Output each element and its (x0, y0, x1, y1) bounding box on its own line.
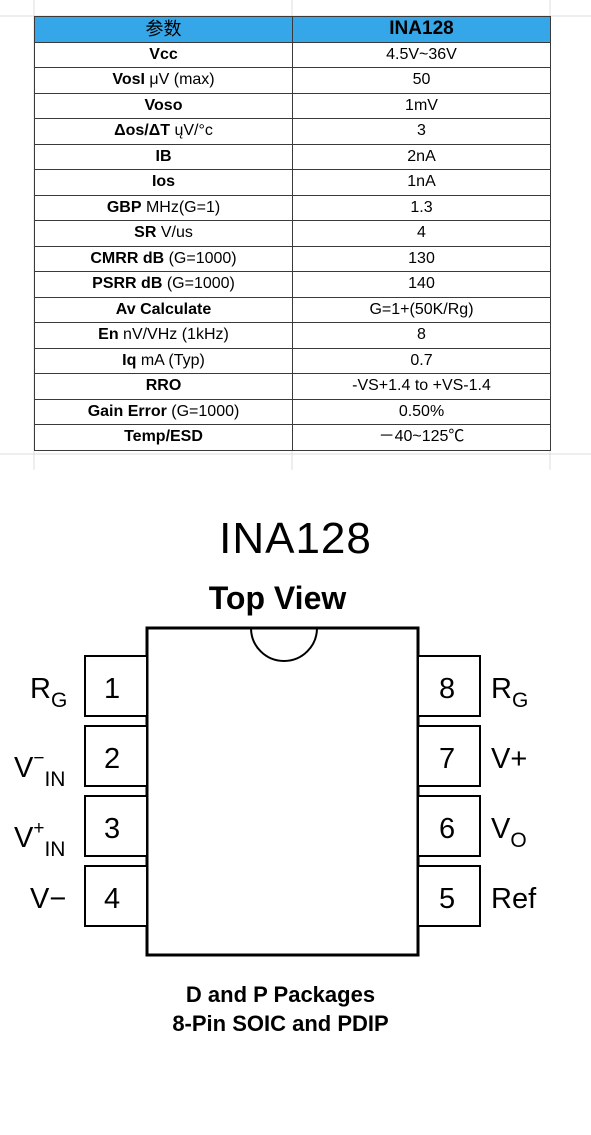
pin-label-rg-left: RG (30, 673, 68, 712)
param-value: 3 (292, 118, 551, 145)
param-value: 0.7 (292, 347, 551, 374)
param-value: 1nA (292, 169, 551, 196)
pin-number: 6 (439, 813, 456, 845)
param-value: －40~125℃ (292, 424, 551, 451)
pin-3-box (84, 795, 148, 857)
table-row: Gain Error (G=1000) 0.50% (34, 398, 551, 425)
table-row: Vcc 4.5V~36V (34, 41, 551, 68)
table-row: Iq mA (Typ) 0.7 (34, 347, 551, 374)
chip-body (145, 626, 420, 957)
param-value: 1.3 (292, 194, 551, 221)
param-name: Ios (151, 173, 176, 191)
param-value: 4 (292, 220, 551, 247)
pin-number: 2 (104, 743, 121, 775)
param-unit: V/us (156, 224, 193, 242)
table-row: Δos/ΔT ųV/°c 3 (34, 118, 551, 145)
pin-number: 4 (104, 883, 121, 915)
table-row: CMRR dB (G=1000) 130 (34, 245, 551, 272)
param-name: PSRR dB (92, 275, 163, 293)
param-value: 4.5V~36V (292, 41, 551, 68)
param-unit: MHz(G=1) (141, 198, 221, 216)
pin-label-rg-right: RG (491, 673, 529, 712)
pin-number: 8 (439, 673, 456, 705)
param-name: CMRR dB (90, 249, 165, 267)
param-unit: ųV/°c (170, 122, 213, 140)
param-unit: nV/VHz (1kHz) (118, 326, 229, 344)
table-row: Voso 1mV (34, 92, 551, 119)
pin-2-box (84, 725, 148, 787)
param-name: RRO (145, 377, 182, 395)
table-row: IB 2nA (34, 143, 551, 170)
table-row: GBP MHz(G=1) 1.3 (34, 194, 551, 221)
table-row: PSRR dB (G=1000) 140 (34, 271, 551, 298)
table-row: SR V/us 4 (34, 220, 551, 247)
param-name: Av Calculate (115, 300, 212, 318)
param-name: IB (155, 147, 172, 165)
param-unit: (G=1000) (166, 402, 240, 420)
pin-label-vo: VO (491, 813, 527, 852)
pin-number: 3 (104, 813, 121, 845)
pin1-notch (250, 627, 318, 662)
param-unit: μV (max) (144, 71, 215, 89)
param-name: Δos/ΔT (114, 122, 171, 140)
param-name: Iq (122, 351, 137, 369)
package-line-1: D and P Packages (185, 982, 376, 1007)
package-line-2: 8-Pin SOIC and PDIP (172, 1011, 389, 1036)
pin-label-ref: Ref (491, 883, 537, 915)
param-value: 8 (292, 322, 551, 349)
table-row: VosI μV (max) 50 (34, 67, 551, 94)
param-value: -VS+1.4 to +VS-1.4 (292, 373, 551, 400)
view-label: Top View (208, 580, 347, 616)
param-name: VosI (112, 71, 145, 89)
param-unit: mA (Typ) (136, 351, 205, 369)
pin-label-vin-minus: V−IN (14, 748, 66, 791)
pin-number: 7 (439, 743, 456, 775)
table-header-row: 参数 INA128 (34, 16, 551, 43)
header-param: 参数 (34, 16, 293, 43)
table-row: Av Calculate G=1+(50K/Rg) (34, 296, 551, 323)
table-row: En nV/VHz (1kHz) 8 (34, 322, 551, 349)
table-row: Temp/ESD －40~125℃ (34, 424, 551, 451)
param-name: Vcc (149, 45, 178, 63)
pin-number: 5 (439, 883, 456, 915)
param-name: En (98, 326, 119, 344)
pin-1-box (84, 655, 148, 717)
param-value: 50 (292, 67, 551, 94)
param-name: GBP (106, 198, 142, 216)
pin-4-box (84, 865, 148, 927)
param-value: 130 (292, 245, 551, 272)
param-value: 2nA (292, 143, 551, 170)
spec-table: 参数 INA128 Vcc 4.5V~36V VosI μV (max) 50 … (34, 16, 551, 451)
header-part: INA128 (292, 16, 551, 43)
param-value: 0.50% (292, 398, 551, 425)
pin-6-box (417, 795, 481, 857)
param-name: SR (134, 224, 157, 242)
table-row: Ios 1nA (34, 169, 551, 196)
param-name: Gain Error (87, 402, 167, 420)
chip-pinout-diagram (84, 626, 481, 957)
pin-label-v-plus: V+ (491, 743, 528, 775)
pin-5-box (417, 865, 481, 927)
param-name: Temp/ESD (124, 428, 203, 446)
param-name: Voso (144, 96, 183, 114)
table-row: RRO -VS+1.4 to +VS-1.4 (34, 373, 551, 400)
param-value: 140 (292, 271, 551, 298)
param-value: 1mV (292, 92, 551, 119)
param-value: G=1+(50K/Rg) (292, 296, 551, 323)
chip-name: INA128 (219, 514, 372, 563)
param-unit: (G=1000) (164, 249, 237, 267)
pin-8-box (417, 655, 481, 717)
pin-label-vin-plus: V+IN (14, 818, 66, 861)
param-unit: (G=1000) (162, 275, 235, 293)
pin-7-box (417, 725, 481, 787)
pin-label-v-minus: V− (30, 883, 67, 915)
pin-number: 1 (104, 673, 121, 705)
